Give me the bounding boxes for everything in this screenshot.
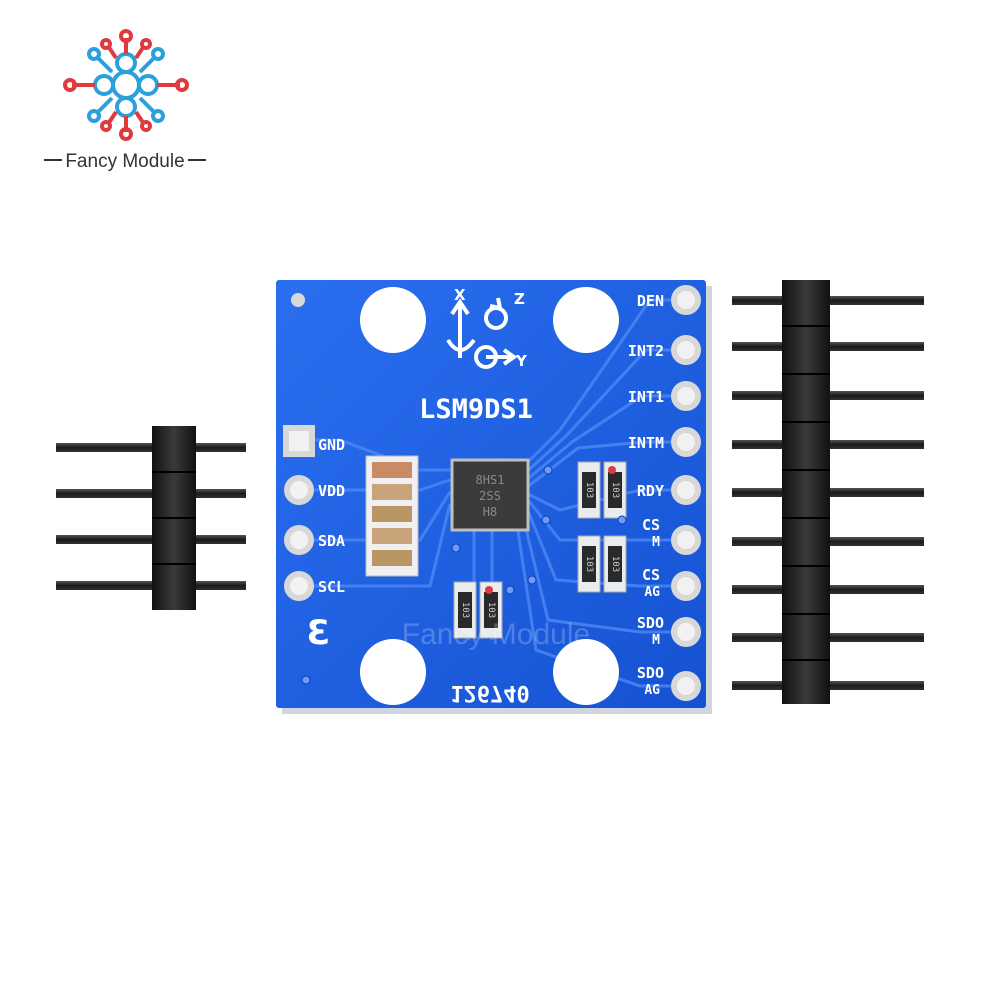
ic-marking-line2: 2SS [479, 489, 501, 503]
part-number: 126740 [450, 680, 529, 705]
pin-label-scl: SCL [318, 578, 345, 596]
resistor-value: 103 [610, 482, 620, 498]
pin-label-cs-ag-line1: CS [642, 566, 660, 584]
pin-label-int1: INT1 [628, 388, 664, 406]
pin-label-sdo-m-line2: M [652, 633, 660, 648]
resistor-pair-right-top: 103 103 [577, 461, 627, 519]
pin-label-vdd: VDD [318, 482, 345, 500]
capacitor-array [365, 455, 419, 577]
silkscreen-logo-glyph: 3 [306, 613, 330, 653]
pin-label-rdy: RDY [637, 482, 664, 500]
pin-label-den: DEN [637, 292, 664, 310]
brand-logo: Fancy Module [44, 29, 206, 172]
resistor-pair-bottom: 103 103 [453, 581, 503, 639]
resistor-value: 103 [584, 556, 594, 572]
axis-orientation-icon [446, 297, 518, 369]
resistor-value: 103 [460, 602, 470, 618]
circuit-logo-icon [63, 29, 189, 141]
axis-label-y: Y [515, 352, 528, 370]
pin-label-sdo-ag-line1: SDO [637, 664, 664, 682]
ic-chip: 8HS1 2SS H8 [450, 458, 530, 532]
pin-label-sda: SDA [318, 532, 345, 550]
pin-label-cs-m-line2: M [652, 535, 660, 550]
resistor-pair-right-mid: 103 103 [577, 535, 627, 593]
axis-label-z: Z [514, 290, 525, 308]
right-pin-header [732, 280, 924, 704]
pin-label-sdo-ag-line2: AG [644, 683, 660, 698]
watermark-text: Fancy Module [402, 618, 590, 651]
header-pin [56, 581, 246, 590]
pin-label-cs-ag-line2: AG [644, 585, 660, 600]
header-pin [56, 443, 246, 452]
pin-label-gnd: GND [318, 436, 345, 454]
mounting-hole [553, 287, 619, 353]
axis-label-x: X [454, 286, 466, 304]
pin-label-intm: INTM [628, 434, 664, 452]
pcb-board: X Z Y LSM9DS1 8HS1 2SS H8 103 [276, 280, 712, 714]
chip-name: LSM9DS1 [419, 394, 533, 425]
pin-label-int2: INT2 [628, 342, 664, 360]
header-plastic [782, 280, 830, 704]
left-pin-header [56, 426, 246, 610]
pin-label-sdo-m-line1: SDO [637, 614, 664, 632]
brand-name: Fancy Module [65, 151, 184, 172]
fiducial [291, 293, 305, 307]
resistor-value: 103 [486, 602, 496, 618]
right-pin-pads [671, 285, 701, 701]
ic-marking-line1: 8HS1 [476, 473, 505, 487]
header-pin [56, 489, 246, 498]
header-pin [56, 535, 246, 544]
resistor-value: 103 [584, 482, 594, 498]
mounting-hole [360, 287, 426, 353]
mounting-hole [553, 639, 619, 705]
left-pin-pads [283, 425, 315, 601]
ic-marking-line3: H8 [483, 505, 497, 519]
vias [301, 465, 627, 685]
pin-label-cs-m-line1: CS [642, 516, 660, 534]
mounting-hole [360, 639, 426, 705]
resistor-value: 103 [610, 556, 620, 572]
